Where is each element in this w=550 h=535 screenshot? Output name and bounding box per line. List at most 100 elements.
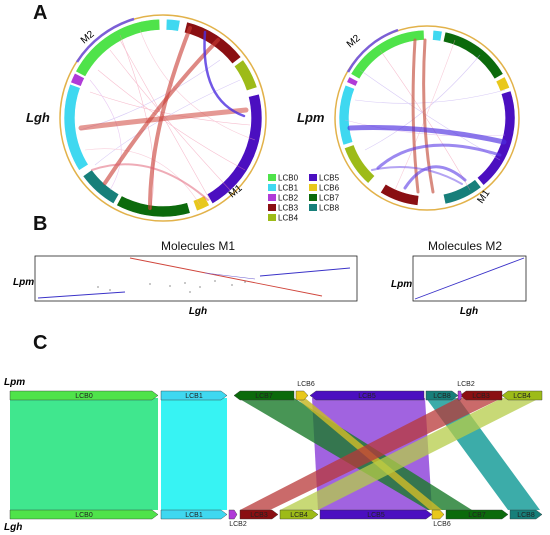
- dotplot-m1-forward-segment: [204, 272, 256, 280]
- panel-a-label: A: [33, 2, 48, 24]
- circos-segment-lcb2: [70, 72, 85, 87]
- synteny-block-lcb4: [501, 390, 543, 401]
- synteny-block-label-lcb3: LCB3: [250, 512, 268, 519]
- synteny-block-label-lcb2: LCB2: [229, 521, 247, 528]
- circos-segment-lcb7: [442, 31, 504, 80]
- synteny-block-lcb2: [228, 509, 238, 520]
- synteny-block-label-lcb7: LCB7: [255, 393, 273, 400]
- circos-segment-lcb7: [116, 195, 191, 218]
- synteny-block-lcb8: [509, 509, 543, 520]
- circos-segment-lcb1: [338, 84, 356, 146]
- circos-segment-lcb5: [476, 90, 516, 186]
- panel-b-label: B: [33, 213, 48, 235]
- ribbon-lcb3: [240, 398, 502, 510]
- synteny-block-label-lcb5: LCB5: [367, 512, 385, 519]
- synteny-block-lcb8: [425, 390, 459, 401]
- legend-label-lcb4: LCB4: [278, 214, 299, 223]
- circos-left-outer-ring: [59, 14, 267, 222]
- legend-label-lcb7: LCB7: [319, 194, 340, 203]
- ribbon-lcb0: [10, 398, 158, 510]
- ribbon-lcb1: [161, 398, 227, 510]
- circos-segment-lcb8: [82, 169, 120, 205]
- circos-right-species: Lpm: [297, 110, 325, 125]
- synteny-block-lcb6: [295, 390, 309, 401]
- synteny-block-label-lcb8: LCB8: [517, 512, 535, 519]
- dotplot-m1-forward-segment: [259, 267, 351, 277]
- synteny-block-lcb0: [9, 390, 159, 401]
- synteny-block-label-lcb7: LCB7: [468, 512, 486, 519]
- dotplot-m1-forward-segment: [37, 291, 126, 299]
- synteny-block-lcb7: [445, 509, 509, 520]
- legend-swatch-lcb2: [268, 194, 276, 201]
- circos-segment-lcb0: [75, 18, 161, 78]
- circos-segment-lcb1: [165, 18, 181, 32]
- dotplot-m1-title: Molecules M1: [161, 239, 235, 253]
- dotplot-m1-scatter: [97, 280, 246, 293]
- circos-segment-lcb2: [346, 76, 359, 87]
- synteny-bottom-label: Lgh: [4, 522, 22, 533]
- circos-segment-lcb1: [63, 83, 89, 171]
- synteny-block-lcb7: [233, 390, 295, 401]
- circos-segment-lcb4: [343, 144, 376, 184]
- circos-left: M2 M1: [59, 14, 267, 222]
- legend-swatch-lcb7: [309, 194, 317, 201]
- legend-label-lcb5: LCB5: [319, 174, 340, 183]
- synteny-block-lcb5: [309, 390, 425, 401]
- synteny-block-lcb1: [160, 509, 228, 520]
- legend-swatch-lcb0: [268, 174, 276, 181]
- synteny-block-label-lcb5: LCB5: [358, 393, 376, 400]
- synteny-block-label-lcb1: LCB1: [185, 393, 203, 400]
- synteny-block-label-lcb6: LCB6: [433, 521, 451, 528]
- synteny-block-lcb3: [239, 509, 279, 520]
- legend-swatch-lcb5: [309, 174, 317, 181]
- circos-left-thin-links: [79, 29, 256, 211]
- synteny-block-lcb1: [160, 390, 228, 401]
- circos-segment-lcb8: [442, 179, 482, 205]
- circos-segment-lcb6: [495, 76, 511, 92]
- circos-right-m1-label: M1: [475, 188, 492, 206]
- dotplot-m1: Molecules M1 Lpm Lgh: [13, 239, 358, 317]
- circos-right-segments: [338, 29, 516, 206]
- circos-right-thick-links: [347, 38, 507, 194]
- legend-label-lcb0: LCB0: [278, 174, 299, 183]
- dotplot-m1-ylabel: Lpm: [13, 277, 34, 288]
- legend-swatch-lcb1: [268, 184, 276, 191]
- synteny-block-lcb6: [431, 509, 445, 520]
- synteny-block-lcb2: [457, 390, 463, 401]
- dotplot-m2-title: Molecules M2: [428, 239, 502, 253]
- legend-label-lcb6: LCB6: [319, 184, 340, 193]
- dotplot-m2: Molecules M2 Lpm Lgh: [391, 239, 527, 317]
- synteny-block-label-lcb3: LCB3: [472, 393, 490, 400]
- circos-right-outer-ring: [334, 25, 520, 211]
- circos-segment-lcb1: [432, 29, 443, 42]
- circos-segment-lcb0: [350, 29, 425, 80]
- circos-right: M2 M1: [334, 25, 520, 211]
- synteny-block-label-lcb4: LCB4: [290, 512, 308, 519]
- synteny-block-lcb0: [9, 509, 159, 520]
- synteny-block-label-lcb0: LCB0: [75, 393, 93, 400]
- panel-c-label: C: [33, 332, 48, 354]
- synteny-block-label-lcb1: LCB1: [185, 512, 203, 519]
- dotplot-m2-xlabel: Lgh: [460, 306, 478, 317]
- synteny-block-label-lcb0: LCB0: [75, 512, 93, 519]
- synteny-block-lcb5: [319, 509, 433, 520]
- dotplot-m1-frame: [34, 255, 358, 302]
- synteny-block-label-lcb4: LCB4: [513, 393, 531, 400]
- synteny-block-label-lcb2: LCB2: [457, 381, 475, 388]
- synteny-block-lcb4: [279, 509, 319, 520]
- dotplot-m2-forward-segment: [414, 257, 525, 300]
- circos-right-m2-ring: [346, 28, 399, 73]
- legend-swatch-lcb8: [309, 204, 317, 211]
- dotplot-m2-ylabel: Lpm: [391, 279, 412, 290]
- legend-swatch-lcb4: [268, 214, 276, 221]
- synteny-block-label-lcb6: LCB6: [297, 381, 315, 388]
- dotplot-m1-xlabel: Lgh: [189, 306, 207, 317]
- legend-label-lcb2: LCB2: [278, 194, 299, 203]
- legend-label-lcb3: LCB3: [278, 204, 299, 213]
- circos-left-thick-links: [78, 26, 249, 210]
